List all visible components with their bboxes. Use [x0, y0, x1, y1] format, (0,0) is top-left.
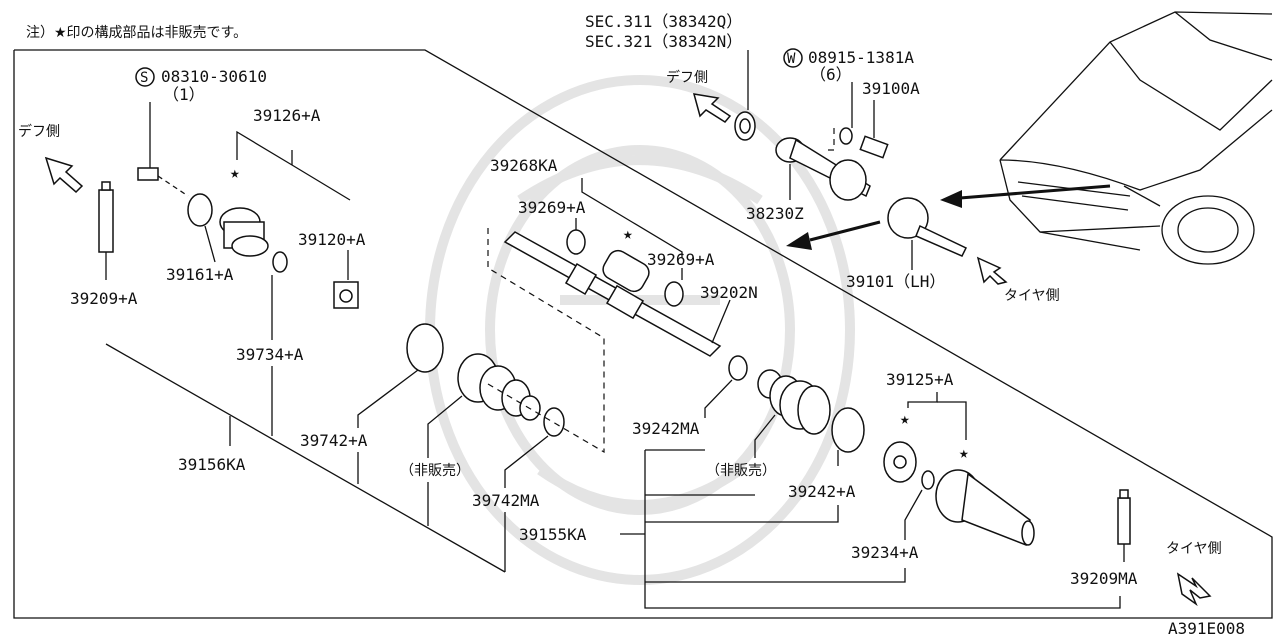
part-39209A-label: 39209+A	[70, 289, 138, 308]
direction-diff-side-right: デフ側	[666, 69, 708, 86]
part-39125A-label: 39125+A	[886, 370, 954, 389]
arrow-diff-right-icon	[692, 93, 732, 123]
not-sold-left-label: （非販売）	[400, 463, 470, 479]
figure-code: A391E008	[1168, 619, 1245, 638]
arrow-tire-bottom-icon	[1176, 572, 1212, 607]
washer-w-number: 08915-1381A	[808, 48, 914, 67]
band-39269A-2	[664, 281, 684, 307]
direction-diff-side-left: デフ側	[18, 123, 60, 140]
grease-tube-right	[1117, 489, 1131, 562]
part-39269A-2-label: 39269+A	[647, 250, 715, 269]
snap-ring-39734A	[272, 251, 288, 273]
boot-left	[457, 353, 541, 421]
bolt-39100A	[859, 135, 889, 159]
boot-band-left-small	[543, 407, 565, 437]
bolt-s-number: 08310-30610	[161, 67, 267, 86]
part-39242A-label: 39242+A	[788, 482, 856, 501]
car-illustration	[999, 11, 1273, 265]
part-39269A-1-label: 39269+A	[518, 198, 586, 217]
drive-shaft	[503, 231, 722, 357]
s-mark-symbol: S	[140, 70, 148, 86]
drive-shaft-assembly-top	[775, 137, 968, 257]
part-39101LH-label: 39101（LH）	[846, 272, 945, 291]
star-39125A-2: ★	[959, 443, 969, 462]
part-39209MA-label: 39209MA	[1070, 569, 1138, 588]
part-39242MA-label: 39242MA	[632, 419, 700, 438]
bolt-icon	[137, 167, 189, 197]
part-38230Z-label: 38230Z	[746, 204, 804, 223]
part-39155KA-label: 39155KA	[519, 525, 587, 544]
band-39269A-1	[566, 229, 586, 255]
sec-reference-line2: SEC.321（38342N）	[585, 32, 742, 51]
header-note: 注）★印の構成部品は非販売です。	[26, 25, 247, 41]
boot-right	[757, 369, 831, 435]
bolt-s-qty: （1）	[163, 85, 205, 104]
not-sold-right-label: （非販売）	[706, 463, 776, 479]
shaft-boot-center	[602, 249, 650, 293]
boot-band-right-large	[831, 407, 865, 453]
part-39120A-label: 39120+A	[298, 230, 366, 249]
star-39268KA: ★	[623, 224, 633, 243]
part-39734A-label: 39734+A	[236, 345, 304, 364]
arrow-tire-top-icon	[976, 256, 1008, 285]
w-mark-symbol: W	[787, 51, 796, 67]
part-39156KA-label: 39156KA	[178, 455, 246, 474]
cage-ball-joint	[883, 441, 917, 483]
part-39202N-label: 39202N	[700, 283, 758, 302]
washer-icon	[839, 127, 853, 145]
boot-band-left-large	[406, 323, 444, 373]
direction-tire-side-bottom: タイヤ側	[1166, 541, 1222, 557]
washer-w-qty: （6）	[810, 65, 852, 84]
star-39126A: ★	[230, 163, 240, 182]
part-39268KA-label: 39268KA	[490, 156, 558, 175]
part-39100A-label: 39100A	[862, 79, 920, 98]
w-mark-icon: W	[783, 48, 803, 68]
dust-cap	[187, 193, 213, 227]
arrow-diff-left-icon	[44, 156, 84, 194]
grease-tube-left	[98, 181, 114, 280]
part-39234A-label: 39234+A	[851, 543, 919, 562]
part-39742MA-label: 39742MA	[472, 491, 540, 510]
star-39125A-1: ★	[900, 409, 910, 428]
sec-reference-line1: SEC.311（38342Q）	[585, 12, 742, 31]
snap-ring-39234A	[921, 470, 935, 490]
oil-seal	[734, 111, 756, 141]
arrow-indicator-icon	[786, 184, 1111, 250]
outer-joint-housing	[935, 469, 1035, 547]
exploded-frame	[13, 49, 1273, 619]
boot-band-right-small	[728, 355, 748, 381]
spider-joint	[333, 281, 359, 309]
part-39126A-label: 39126+A	[253, 106, 321, 125]
part-39742A-label: 39742+A	[300, 431, 368, 450]
direction-tire-side-top: タイヤ側	[1004, 288, 1060, 304]
s-mark-icon: S	[135, 67, 155, 87]
part-39161A-label: 39161+A	[166, 265, 234, 284]
joint-housing-left	[219, 207, 269, 257]
